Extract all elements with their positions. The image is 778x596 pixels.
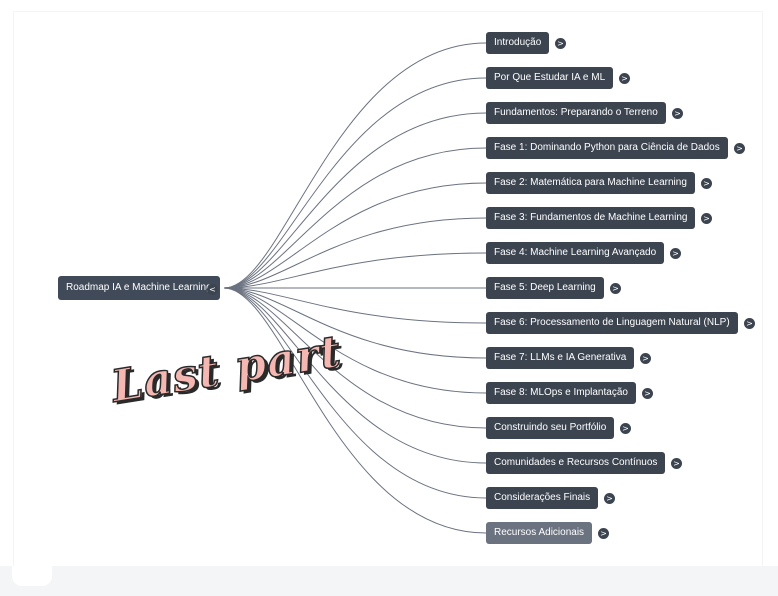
topic-node[interactable]: Introdução	[486, 32, 550, 54]
connector-line	[223, 287, 487, 429]
connector-line	[223, 287, 487, 499]
bottom-bar	[0, 566, 778, 596]
connector-line	[223, 287, 487, 324]
topic-node-label: Introdução	[494, 37, 542, 48]
topic-node[interactable]: Fase 5: Deep Learning	[486, 277, 604, 299]
topic-node-label: Fase 7: LLMs e IA Generativa	[494, 352, 627, 363]
topic-node[interactable]: Construindo seu Portfólio	[486, 417, 615, 439]
topic-node[interactable]: Fase 6: Processamento de Linguagem Natur…	[486, 312, 738, 334]
expand-toggle-icon[interactable]: >	[672, 108, 683, 119]
topic-node-label: Fase 2: Matemática para Machine Learning	[494, 177, 687, 188]
topic-node-label: Considerações Finais	[494, 492, 591, 503]
expand-toggle-icon[interactable]: >	[598, 528, 609, 539]
expand-toggle-icon[interactable]: >	[620, 423, 631, 434]
topic-node-label: Fase 8: MLOps e Implantação	[494, 387, 628, 398]
topic-node-label: Fundamentos: Preparando o Terreno	[494, 107, 658, 118]
connector-line	[223, 287, 487, 534]
expand-toggle-icon[interactable]: >	[701, 213, 712, 224]
topic-node[interactable]: Fase 7: LLMs e IA Generativa	[486, 347, 635, 369]
root-node[interactable]: Roadmap IA e Machine Learning	[58, 276, 220, 300]
expand-toggle-icon[interactable]: >	[744, 318, 755, 329]
topic-node-label: Fase 3: Fundamentos de Machine Learning	[494, 212, 688, 223]
topic-node[interactable]: Fase 8: MLOps e Implantação	[486, 382, 636, 404]
root-node-label: Roadmap IA e Machine Learning	[66, 282, 212, 293]
connector-line	[223, 287, 487, 394]
corner-tab	[12, 566, 52, 586]
connector-line	[223, 42, 487, 289]
topic-node-label: Fase 4: Machine Learning Avançado	[494, 247, 657, 258]
expand-toggle-icon[interactable]: >	[555, 38, 566, 49]
connector-line	[223, 112, 487, 289]
topic-node[interactable]: Fase 1: Dominando Python para Ciência de…	[486, 137, 728, 159]
expand-toggle-icon[interactable]: >	[619, 73, 630, 84]
topic-node-label: Recursos Adicionais	[494, 527, 585, 538]
topic-node-label: Comunidades e Recursos Contínuos	[494, 457, 658, 468]
topic-node[interactable]: Considerações Finais	[486, 487, 599, 509]
topic-node[interactable]: Por Que Estudar IA e ML	[486, 67, 614, 89]
connector-line	[223, 252, 487, 289]
connector-line	[223, 77, 487, 289]
topic-node-label: Por Que Estudar IA e ML	[494, 72, 606, 83]
topic-node[interactable]: Fase 3: Fundamentos de Machine Learning	[486, 207, 696, 229]
expand-toggle-icon[interactable]: >	[734, 143, 745, 154]
connector-line	[223, 182, 487, 289]
expand-toggle-icon[interactable]: >	[640, 353, 651, 364]
topic-node-label: Construindo seu Portfólio	[494, 422, 607, 433]
connector-line	[223, 147, 487, 289]
connector-line	[223, 217, 487, 289]
connector-line	[223, 287, 487, 464]
expand-toggle-icon[interactable]: >	[610, 283, 621, 294]
topic-node[interactable]: Fase 4: Machine Learning Avançado	[486, 242, 665, 264]
expand-toggle-icon[interactable]: >	[701, 178, 712, 189]
collapse-toggle-icon[interactable]: <	[207, 284, 218, 295]
topic-node-label: Fase 6: Processamento de Linguagem Natur…	[494, 317, 730, 328]
expand-toggle-icon[interactable]: >	[671, 458, 682, 469]
topic-node[interactable]: Recursos Adicionais	[486, 522, 593, 544]
topic-node[interactable]: Comunidades e Recursos Contínuos	[486, 452, 666, 474]
connector-line	[223, 287, 487, 359]
expand-toggle-icon[interactable]: >	[642, 388, 653, 399]
expand-toggle-icon[interactable]: >	[604, 493, 615, 504]
topic-node[interactable]: Fundamentos: Preparando o Terreno	[486, 102, 666, 124]
topic-node-label: Fase 1: Dominando Python para Ciência de…	[494, 142, 720, 153]
topic-node-label: Fase 5: Deep Learning	[494, 282, 596, 293]
expand-toggle-icon[interactable]: >	[670, 248, 681, 259]
topic-node[interactable]: Fase 2: Matemática para Machine Learning	[486, 172, 695, 194]
